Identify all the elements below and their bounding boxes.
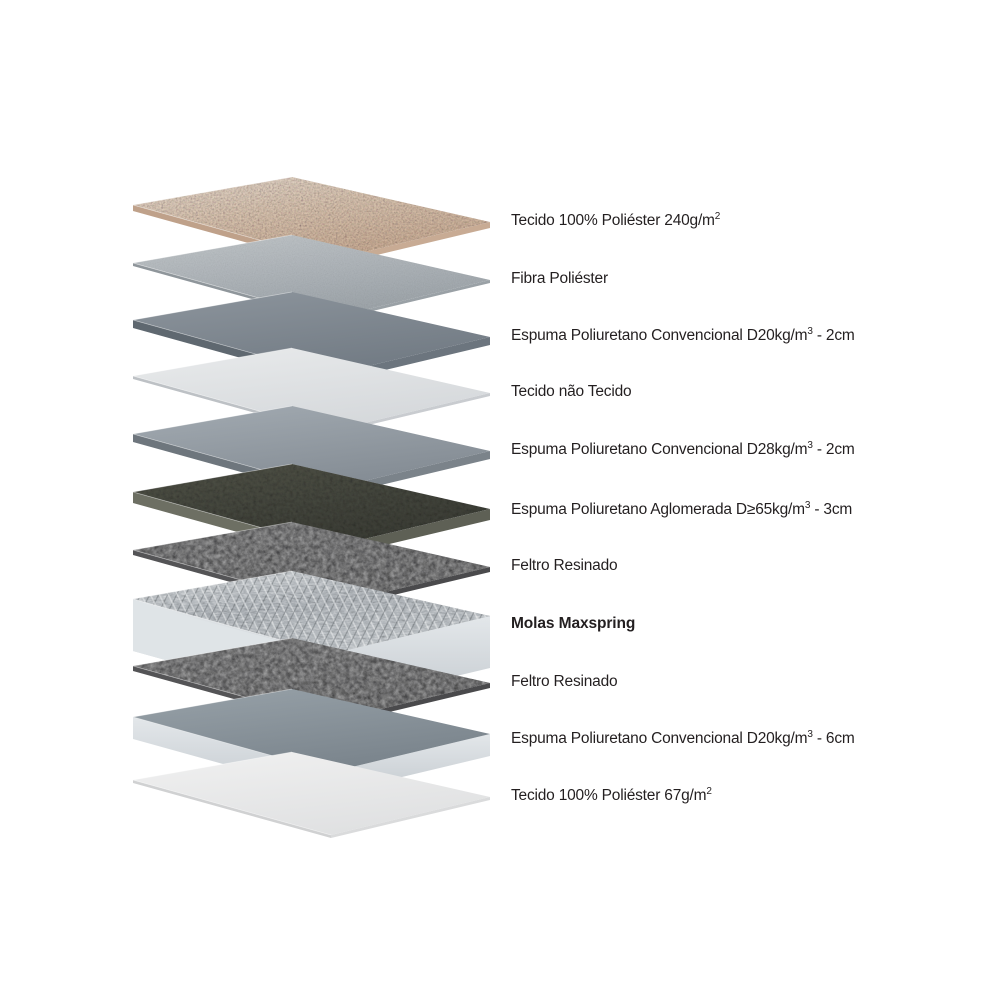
label-text: Espuma Poliuretano Convencional D20kg/m bbox=[511, 327, 808, 344]
layer-top-face bbox=[133, 571, 490, 654]
label-superscript: 2 bbox=[706, 785, 712, 797]
label-text: Feltro Resinado bbox=[511, 557, 618, 574]
layer-tecido-67 bbox=[132, 751, 490, 838]
label-text: Tecido 100% Poliéster 67g/m bbox=[511, 787, 707, 804]
layer-edge-highlight bbox=[132, 751, 332, 836]
layer-top-face bbox=[133, 177, 490, 260]
label-suffix: - 3cm bbox=[810, 501, 853, 518]
label-tecido-67: Tecido 100% Poliéster 67g/m2 bbox=[511, 785, 712, 804]
layer-top-face bbox=[133, 522, 490, 605]
label-text: Espuma Poliuretano Convencional D20kg/m bbox=[511, 730, 808, 747]
layer-top-face bbox=[133, 464, 490, 547]
label-text: Espuma Poliuretano Aglomerada D≥65kg/m bbox=[511, 501, 805, 518]
label-superscript: 3 bbox=[807, 439, 813, 451]
label-superscript: 3 bbox=[804, 499, 811, 511]
layer-top-face bbox=[133, 638, 490, 721]
layer-edge-highlight bbox=[132, 688, 332, 773]
label-text: Tecido não Tecido bbox=[511, 383, 632, 400]
layer-top-face bbox=[133, 752, 490, 835]
label-text: Molas Maxspring bbox=[511, 615, 636, 632]
label-espuma-d28-2cm: Espuma Poliuretano Convencional D28kg/m3… bbox=[511, 439, 855, 458]
label-tecido-240: Tecido 100% Poliéster 240g/m2 bbox=[511, 210, 721, 229]
label-molas-maxspring: Molas Maxspring bbox=[511, 616, 635, 632]
label-suffix: - 2cm bbox=[812, 327, 855, 344]
label-suffix: - 2cm bbox=[812, 441, 855, 458]
layer-top-face bbox=[133, 348, 490, 431]
label-text: Espuma Poliuretano Convencional D28kg/m bbox=[511, 441, 808, 458]
label-espuma-d20-2cm: Espuma Poliuretano Convencional D20kg/m3… bbox=[511, 325, 855, 344]
label-feltro-resinado-top: Feltro Resinado bbox=[511, 557, 618, 574]
label-suffix: - 6cm bbox=[812, 730, 855, 747]
label-text: Tecido 100% Poliéster 240g/m bbox=[511, 212, 715, 229]
label-tecido-nao-tecido: Tecido não Tecido bbox=[511, 383, 632, 400]
layer-top-face bbox=[133, 406, 490, 489]
label-espuma-d20-6cm: Espuma Poliuretano Convencional D20kg/m3… bbox=[511, 728, 855, 747]
layer-top-face bbox=[133, 235, 490, 318]
layer-edge-highlight bbox=[132, 570, 332, 655]
layer-side-face-right bbox=[331, 797, 490, 838]
layer-side-face-left bbox=[133, 780, 331, 838]
label-feltro-resinado-bottom: Feltro Resinado bbox=[511, 673, 618, 690]
label-espuma-aglomerada-d65-3cm: Espuma Poliuretano Aglomerada D≥65kg/m3 … bbox=[511, 499, 853, 518]
layer-side-face-right bbox=[331, 393, 490, 434]
layer-top-face bbox=[133, 292, 490, 375]
label-text: Fibra Poliéster bbox=[511, 270, 608, 287]
label-superscript: 3 bbox=[807, 728, 813, 740]
label-text: Feltro Resinado bbox=[511, 673, 618, 690]
label-superscript: 2 bbox=[714, 210, 721, 222]
label-fibra-poliester: Fibra Poliéster bbox=[511, 271, 608, 287]
label-superscript: 3 bbox=[807, 325, 813, 337]
layer-top-face bbox=[133, 689, 490, 772]
